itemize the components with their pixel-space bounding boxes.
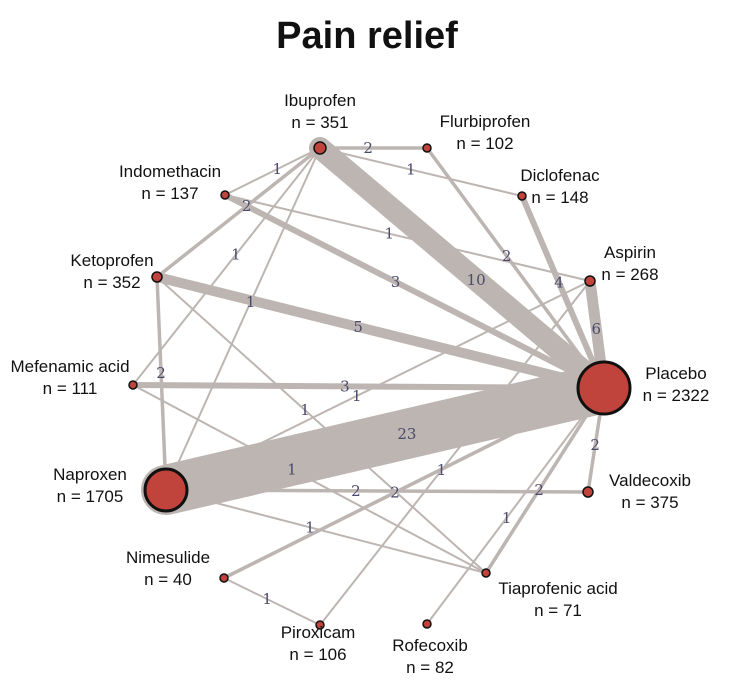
edge-count-label: 3 <box>391 273 401 291</box>
node-ibuprofen <box>313 141 327 155</box>
edge-count-label: 2 <box>590 436 600 454</box>
edge-ketoprofen-naproxen <box>155 275 168 492</box>
edge-tiaprofenic-placebo <box>484 386 606 575</box>
node-count-diclofenac: n = 148 <box>531 188 588 207</box>
node-count-nimesulide: n = 40 <box>144 570 192 589</box>
edge-count-label: 1 <box>300 401 310 419</box>
node-count-piroxicam: n = 106 <box>289 645 346 664</box>
edge-count-label: 1 <box>272 160 282 178</box>
edge-nimesulide-piroxicam <box>223 577 321 626</box>
edges-layer <box>130 137 629 626</box>
node-rofecoxib <box>422 619 432 629</box>
edge-indomethacin-aspirin <box>224 194 591 282</box>
edge-ibuprofen-placebo <box>309 137 615 399</box>
edge-count-label: 1 <box>262 590 272 608</box>
edge-ibuprofen-mefenamic <box>132 147 321 386</box>
edge-count-label: 1 <box>305 518 315 536</box>
node-placebo <box>576 360 632 416</box>
edge-count-label: 1 <box>384 225 394 243</box>
edge-count-label: 23 <box>397 425 416 443</box>
edge-mefenamic-tiaprofenic <box>132 384 487 574</box>
edge-indomethacin-placebo <box>222 192 607 391</box>
edge-count-label: 2 <box>363 139 373 157</box>
edge-count-label: 6 <box>592 320 602 338</box>
node-piroxicam <box>315 620 325 630</box>
edge-naproxen-placebo <box>141 363 629 515</box>
node-name-flurbiprofen: Flurbiprofen <box>440 112 531 131</box>
node-name-piroxicam: Piroxicam <box>281 623 356 642</box>
edge-ketoprofen-placebo <box>152 272 609 393</box>
node-diclofenac <box>517 191 527 201</box>
edge-count-label: 1 <box>437 461 447 479</box>
edge-count-label: 1 <box>406 161 416 179</box>
node-name-mefenamic: Mefenamic acid <box>10 357 129 376</box>
node-name-naproxen: Naproxen <box>53 465 127 484</box>
edge-ibuprofen-indomethacin <box>224 147 321 196</box>
node-count-indomethacin: n = 137 <box>141 184 198 203</box>
edge-ibuprofen-diclofenac <box>319 147 523 197</box>
node-count-mefenamic: n = 111 <box>43 379 98 398</box>
node-name-indomethacin: Indomethacin <box>119 162 221 181</box>
nodes-layer <box>128 141 632 630</box>
edge-count-label: 2 <box>534 481 544 499</box>
node-tiaprofenic <box>481 568 491 578</box>
edge-count-label: 1 <box>246 293 256 311</box>
edge-ketoprofen-tiaprofenic <box>156 276 487 574</box>
node-name-nimesulide: Nimesulide <box>126 548 210 567</box>
node-count-rofecoxib: n = 82 <box>406 658 454 677</box>
edge-ibuprofen-naproxen <box>165 147 321 491</box>
node-count-placebo: n = 2322 <box>643 386 710 405</box>
diagram-title: Pain relief <box>276 15 458 57</box>
edge-rofecoxib-placebo <box>426 387 605 625</box>
node-count-tiaprofenic: n = 71 <box>534 601 582 620</box>
node-naproxen <box>143 467 189 513</box>
edge-labels-layer: 23 10 5 3 3 6 4 2 2 2 2 2 2 2 1 2 1 1 1 1 1 1 1 1 1 1 1 <box>156 139 601 608</box>
node-name-ketoprofen: Ketoprofen <box>70 251 153 270</box>
edge-naproxen-tiaprofenic <box>165 489 487 574</box>
node-count-naproxen: n = 1705 <box>57 487 124 506</box>
edge-count-label: 2 <box>156 364 166 382</box>
edge-count-label: 2 <box>351 482 361 500</box>
node-labels-layer: Ibuprofen n = 351 Flurbiprofen n = 102Indom… <box>10 91 709 677</box>
node-ketoprofen <box>151 271 163 283</box>
node-aspirin <box>584 275 596 287</box>
node-name-tiaprofenic: Tiaprofenic acid <box>498 579 617 598</box>
node-nimesulide <box>219 573 229 583</box>
edge-count-label: 1 <box>287 461 297 479</box>
node-name-placebo: Placebo <box>645 364 706 383</box>
node-count-ibuprofen: n = 351 <box>291 113 348 132</box>
node-name-ibuprofen: Ibuprofen <box>284 91 356 110</box>
edge-count-label: 1 <box>231 246 241 264</box>
edge-count-label: 2 <box>502 247 512 265</box>
edge-flurbiprofen-placebo <box>425 146 606 390</box>
node-flurbiprofen <box>422 143 432 153</box>
node-count-valdecoxib: n = 375 <box>621 493 678 512</box>
edge-count-label: 5 <box>353 318 363 336</box>
node-name-valdecoxib: Valdecoxib <box>609 471 691 490</box>
edge-naproxen-aspirin <box>165 280 591 491</box>
node-valdecoxib <box>582 486 594 498</box>
edge-count-label: 10 <box>467 271 486 289</box>
edge-count-label: 1 <box>352 387 362 405</box>
edge-count-label: 2 <box>390 484 400 502</box>
node-name-diclofenac: Diclofenac <box>520 166 600 185</box>
edge-diclofenac-placebo <box>519 193 607 391</box>
edge-count-label: 3 <box>340 377 350 395</box>
node-name-rofecoxib: Rofecoxib <box>392 636 468 655</box>
node-count-flurbiprofen: n = 102 <box>456 134 513 153</box>
node-mefenamic <box>128 380 138 390</box>
edge-mefenamic-placebo <box>130 382 607 391</box>
node-count-aspirin: n = 268 <box>601 265 658 284</box>
edge-count-label: 1 <box>502 509 512 527</box>
edge-naproxen-valdecoxib <box>164 488 590 494</box>
node-count-ketoprofen: n = 352 <box>83 273 140 292</box>
edge-nimesulide-placebo <box>222 386 606 580</box>
node-name-aspirin: Aspirin <box>604 243 656 262</box>
edge-piroxicam-aspirin <box>319 280 591 626</box>
edge-count-label: 4 <box>554 273 564 291</box>
node-indomethacin <box>220 190 230 200</box>
edge-count-label: 2 <box>242 197 252 215</box>
edge-ibuprofen-ketoprofen <box>155 146 322 279</box>
